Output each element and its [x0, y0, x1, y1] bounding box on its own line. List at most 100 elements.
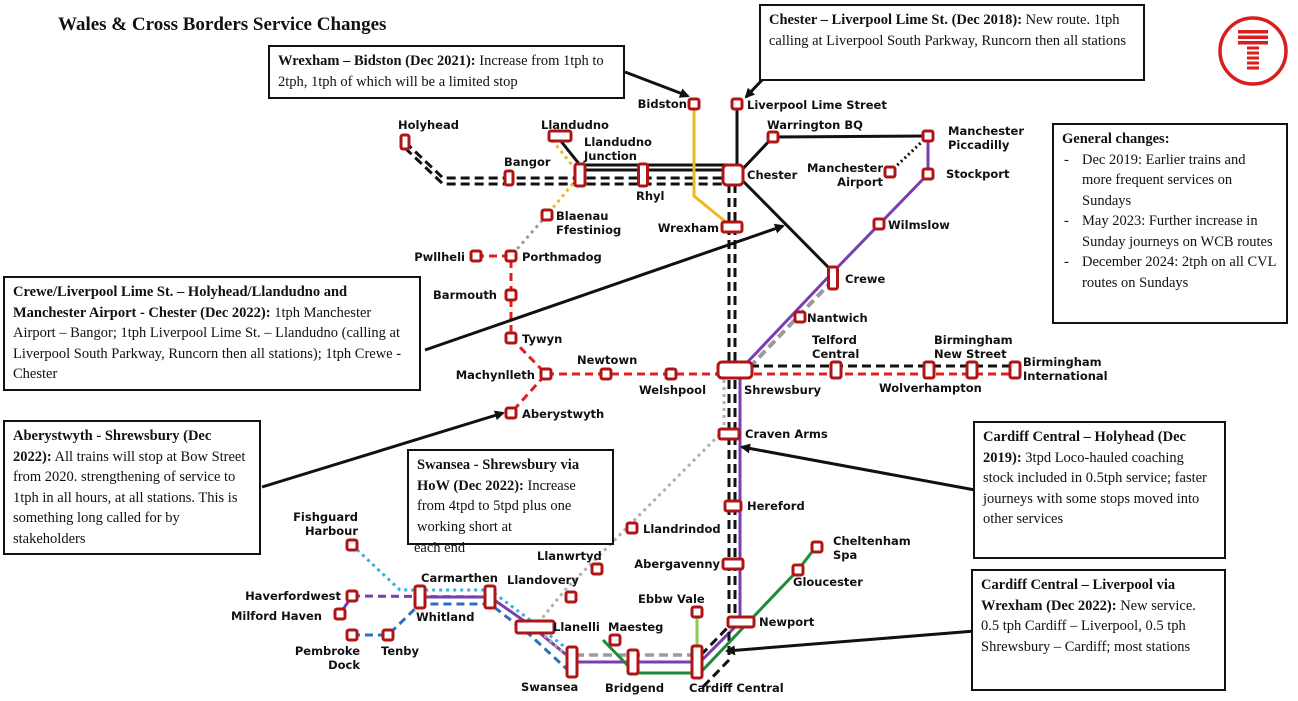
station-marker-llandudno-junction [573, 162, 587, 188]
pointer-cardiff-holyhead [740, 443, 976, 492]
station-marker-carmarthen [483, 584, 497, 610]
station-label-wrexham: Wrexham [658, 221, 719, 235]
station-marker-blaenau-ffestiniog [540, 208, 554, 222]
station-label-machynlleth: Machynlleth [456, 368, 535, 382]
station-marker-wrexham [720, 220, 744, 234]
station-marker-maesteg [608, 633, 622, 647]
station-marker-milford-haven [333, 607, 347, 621]
station-label-milford-haven: Milford Haven [231, 609, 322, 623]
station-marker-welshpool [664, 367, 678, 381]
note-crewe-holyhead: Crewe/Liverpool Lime St. – Holyhead/Llan… [3, 276, 421, 391]
station-marker-cardiff-central [690, 644, 704, 680]
general-change-item: Dec 2019: Earlier trains and more freque… [1062, 150, 1278, 212]
station-label-craven-arms: Craven Arms [745, 427, 828, 441]
station-marker-llandrindod [625, 521, 639, 535]
line-conwy-valley-grey [509, 214, 549, 257]
station-marker-warrington-bq [766, 130, 780, 144]
station-label-chester: Chester [747, 168, 798, 182]
note-heading: Crewe/Liverpool Lime St. – Holyhead/Llan… [13, 284, 348, 321]
station-label-nantwich: Nantwich [807, 311, 868, 325]
station-marker-llanwrtyd [590, 562, 604, 576]
station-label-abergavenny: Abergavenny [634, 557, 720, 571]
station-label-llandudno: Llandudno [541, 118, 609, 132]
pointer-chester-liverpool [744, 78, 764, 99]
station-label-swansea: Swansea [521, 680, 578, 694]
station-label-llanelli: Llanelli [553, 620, 600, 634]
station-marker-birmingham-new-street [965, 360, 979, 380]
station-label-crewe: Crewe [845, 272, 886, 286]
station-marker-tywyn [504, 331, 518, 345]
station-label-tenby: Tenby [381, 644, 420, 658]
station-label-bidston: Bidston [638, 97, 687, 111]
general-change-item: December 2024: 2tph on all CVL routes on… [1062, 252, 1278, 293]
station-marker-llandudno [547, 129, 573, 143]
station-label-aberystwyth: Aberystwyth [522, 407, 604, 421]
station-label-bangor: Bangor [504, 155, 551, 169]
station-label-bridgend: Bridgend [605, 681, 664, 695]
station-label-carmarthen: Carmarthen [421, 571, 498, 585]
station-marker-chester [721, 163, 745, 187]
station-label-llanwrtyd: Llanwrtyd [537, 549, 602, 563]
station-marker-newtown [599, 367, 613, 381]
station-marker-craven-arms [717, 427, 741, 441]
station-label-ebbw-vale: Ebbw Vale [638, 592, 705, 606]
station-label-gloucester: Gloucester [793, 575, 863, 589]
station-label-tywyn: Tywyn [522, 332, 562, 346]
station-label-wolverhampton: Wolverhampton [879, 381, 982, 395]
line-holyhead-chester-a [403, 140, 733, 180]
station-label-welshpool: Welshpool [639, 383, 706, 397]
logo-circle-icon [1218, 16, 1288, 86]
station-marker-aberystwyth [504, 406, 518, 420]
station-label-newtown: Newtown [577, 353, 637, 367]
station-marker-swansea [565, 645, 579, 679]
note-aberystwyth-shrewsbury: Aberystwyth - Shrewsbury (Dec 2022): All… [3, 420, 261, 555]
station-label-pwllheli: Pwllheli [414, 250, 465, 264]
note-body: Increase from 4tpd to 5tpd plus one work… [417, 477, 576, 535]
note-body: Increase from 1tph to 2tph, 1tph of whic… [278, 53, 604, 90]
station-label-haverfordwest: Haverfordwest [245, 589, 341, 603]
note-swansea-shrewsbury: Swansea - Shrewsbury via HoW (Dec 2022):… [407, 449, 614, 545]
pointer-crewe-holyhead [424, 223, 785, 352]
note-swansea-overflow: each end [414, 540, 466, 556]
pointer-wrexham-bidston [624, 70, 690, 98]
station-marker-whitland [413, 584, 427, 610]
station-label-porthmadog: Porthmadog [522, 250, 602, 264]
station-label-warrington-bq: Warrington BQ [767, 118, 863, 132]
general-change-item: May 2023: Further increase in Sunday jou… [1062, 211, 1278, 252]
note-heading: Chester – Liverpool Lime St. (Dec 2018): [769, 12, 1023, 28]
note-cardiff-holyhead: Cardiff Central – Holyhead (Dec 2019): 3… [973, 421, 1226, 559]
station-label-maesteg: Maesteg [608, 620, 663, 634]
line-chester-cardiff-a [698, 184, 731, 692]
station-label-hereford: Hereford [747, 499, 805, 513]
station-marker-bidston [687, 97, 701, 111]
note-wrexham-bidston: Wrexham – Bidston (Dec 2021): Increase f… [268, 45, 625, 99]
station-marker-manchester-airport [883, 165, 897, 179]
station-marker-crewe [827, 265, 839, 291]
station-label-rhyl: Rhyl [636, 189, 664, 203]
station-label-whitland: Whitland [416, 610, 474, 624]
station-marker-abergavenny [721, 557, 745, 571]
station-marker-fishguard-harbour [345, 538, 359, 552]
station-marker-tenby [381, 628, 395, 642]
note-body: 1tph Manchester Airport – Bangor; 1tph L… [13, 304, 402, 383]
station-marker-cheltenham-spa [810, 540, 824, 554]
station-marker-machynlleth [539, 367, 553, 381]
station-marker-porthmadog [504, 249, 518, 263]
note-heading: Cardiff Central – Liverpool via Wrexham … [981, 577, 1176, 614]
station-label-cardiff-central: Cardiff Central [689, 681, 784, 695]
line-holyhead-chester-b [403, 146, 733, 186]
station-marker-wilmslow [872, 217, 886, 231]
note-cardiff-liverpool: Cardiff Central – Liverpool via Wrexham … [971, 569, 1226, 691]
station-marker-newport [726, 615, 756, 629]
station-label-shrewsbury: Shrewsbury [744, 383, 821, 397]
station-marker-bangor [503, 169, 515, 187]
station-label-llandovery: Llandovery [507, 573, 579, 587]
